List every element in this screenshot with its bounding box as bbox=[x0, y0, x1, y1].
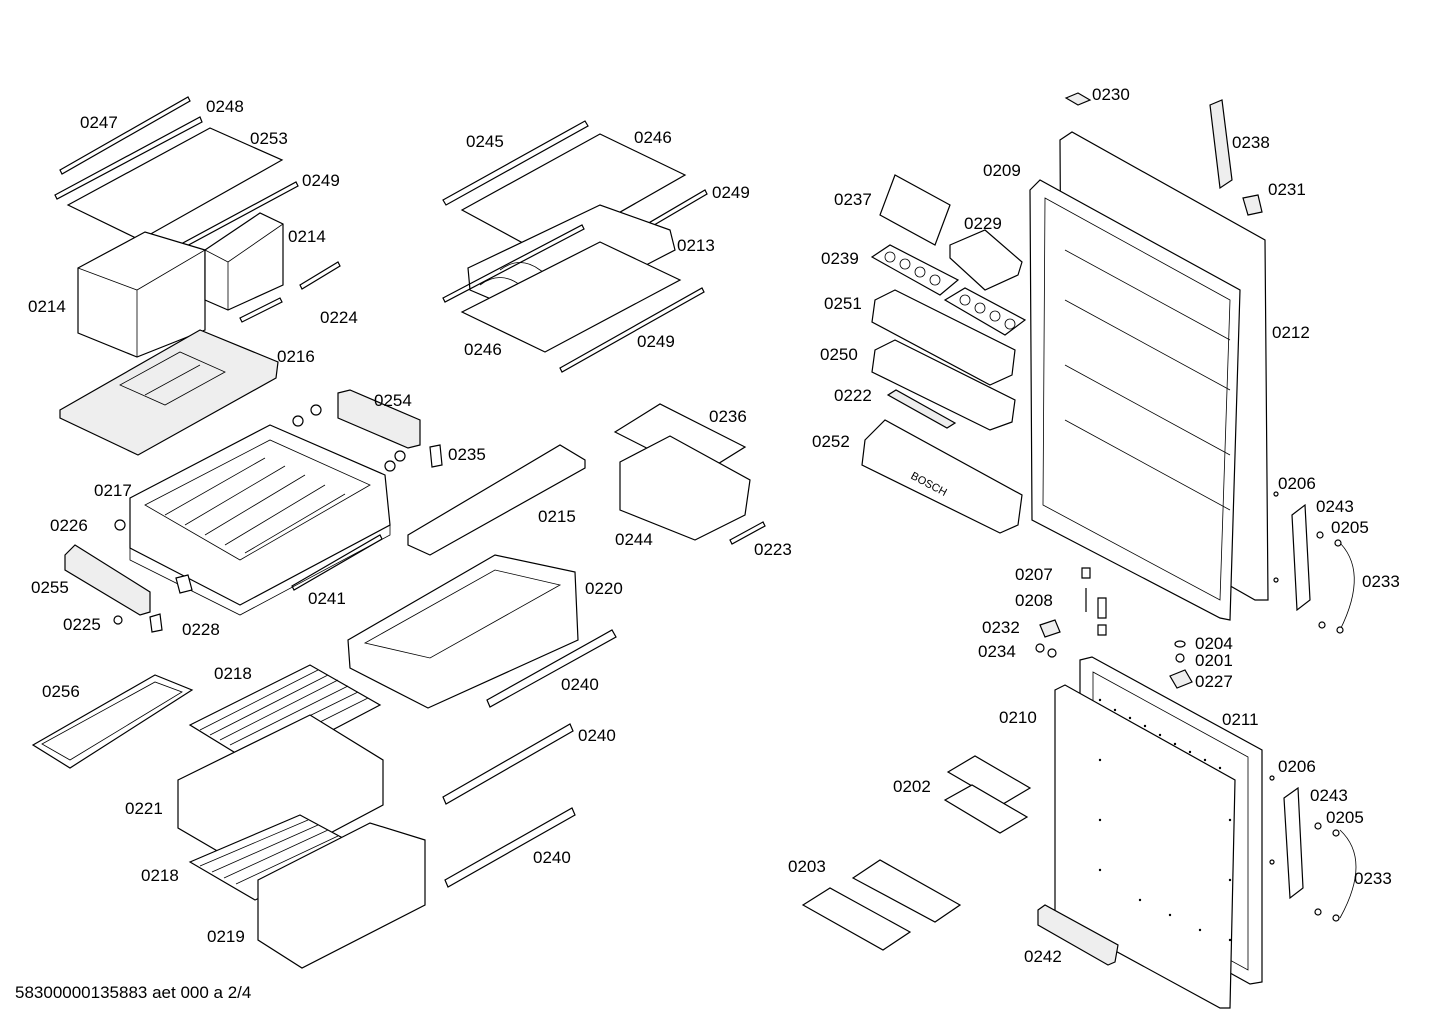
part-label: 0206 bbox=[1278, 757, 1316, 776]
part-label: 0231 bbox=[1268, 180, 1306, 199]
part-label: 0233 bbox=[1354, 869, 1392, 888]
part-label: 0227 bbox=[1195, 672, 1233, 691]
part-label: 0245 bbox=[466, 132, 504, 151]
part-label: 0213 bbox=[677, 236, 715, 255]
part-label: 0240 bbox=[533, 848, 571, 867]
part-label: 0205 bbox=[1326, 808, 1364, 827]
part-label: 0251 bbox=[824, 294, 862, 313]
part-label: 0205 bbox=[1331, 518, 1369, 537]
part-label: 0226 bbox=[50, 516, 88, 535]
part-label: 0214 bbox=[288, 227, 326, 246]
part-label: 0219 bbox=[207, 927, 245, 946]
part-label: 0220 bbox=[585, 579, 623, 598]
part-label: 0254 bbox=[374, 391, 412, 410]
part-label: 0210 bbox=[999, 708, 1037, 727]
part-label: 0243 bbox=[1316, 497, 1354, 516]
part-labels: 0247 0248 0253 0249 0214 0214 0224 0216 … bbox=[28, 85, 1400, 966]
freezer-door-group bbox=[801, 656, 1263, 1009]
part-label: 0229 bbox=[964, 214, 1002, 233]
lower-drawer-group bbox=[31, 554, 617, 969]
part-label: 0235 bbox=[448, 445, 486, 464]
part-label: 0212 bbox=[1272, 323, 1310, 342]
part-label: 0218 bbox=[214, 664, 252, 683]
crisper-drawer-group bbox=[64, 389, 766, 633]
part-label: 0246 bbox=[464, 340, 502, 359]
part-label: 0202 bbox=[893, 777, 931, 796]
part-label: 0253 bbox=[250, 129, 288, 148]
part-label: 0248 bbox=[206, 97, 244, 116]
part-label: 0217 bbox=[94, 481, 132, 500]
part-label: 0243 bbox=[1310, 786, 1348, 805]
part-label: 0249 bbox=[302, 171, 340, 190]
part-label: 0201 bbox=[1195, 651, 1233, 670]
part-label: 0256 bbox=[42, 682, 80, 701]
fridge-door-group bbox=[861, 92, 1269, 621]
part-label: 0249 bbox=[637, 332, 675, 351]
part-label: 0241 bbox=[308, 589, 346, 608]
part-label: 0225 bbox=[63, 615, 101, 634]
part-label: 0211 bbox=[1222, 710, 1259, 729]
top-middle-shelf-group bbox=[442, 120, 708, 373]
part-label: 0246 bbox=[634, 128, 672, 147]
part-label: 0242 bbox=[1024, 947, 1062, 966]
part-label: 0244 bbox=[615, 530, 653, 549]
part-label: 0206 bbox=[1278, 474, 1316, 493]
part-label: 0237 bbox=[834, 190, 872, 209]
part-label: 0203 bbox=[788, 857, 826, 876]
part-label: 0240 bbox=[561, 675, 599, 694]
part-label: 0218 bbox=[141, 866, 179, 885]
part-label: 0247 bbox=[80, 113, 118, 132]
part-label: 0232 bbox=[982, 618, 1020, 637]
part-label: 0240 bbox=[578, 726, 616, 745]
part-label: 0209 bbox=[983, 161, 1021, 180]
part-label: 0234 bbox=[978, 642, 1016, 661]
part-label: 0255 bbox=[31, 578, 69, 597]
part-label: 0238 bbox=[1232, 133, 1270, 152]
part-label: 0252 bbox=[812, 432, 850, 451]
part-label: 0204 bbox=[1195, 634, 1233, 653]
part-label: 0215 bbox=[538, 507, 576, 526]
hinge-parts-group bbox=[1035, 491, 1357, 922]
part-label: 0233 bbox=[1362, 572, 1400, 591]
part-label: 0216 bbox=[277, 347, 315, 366]
part-label: 0223 bbox=[754, 540, 792, 559]
part-label: 0224 bbox=[320, 308, 358, 327]
part-label: 0239 bbox=[821, 249, 859, 268]
top-left-shelf-group bbox=[54, 96, 341, 456]
document-reference-footer: 58300000135883 aet 000 a 2/4 bbox=[15, 983, 251, 1002]
part-label: 0236 bbox=[709, 407, 747, 426]
part-label: 0208 bbox=[1015, 591, 1053, 610]
part-label: 0250 bbox=[820, 345, 858, 364]
part-label: 0214 bbox=[28, 297, 66, 316]
part-label: 0207 bbox=[1015, 565, 1053, 584]
part-label: 0222 bbox=[834, 386, 872, 405]
part-label: 0221 bbox=[125, 799, 163, 818]
part-label: 0249 bbox=[712, 183, 750, 202]
part-label: 0230 bbox=[1092, 85, 1130, 104]
part-label: 0228 bbox=[182, 620, 220, 639]
